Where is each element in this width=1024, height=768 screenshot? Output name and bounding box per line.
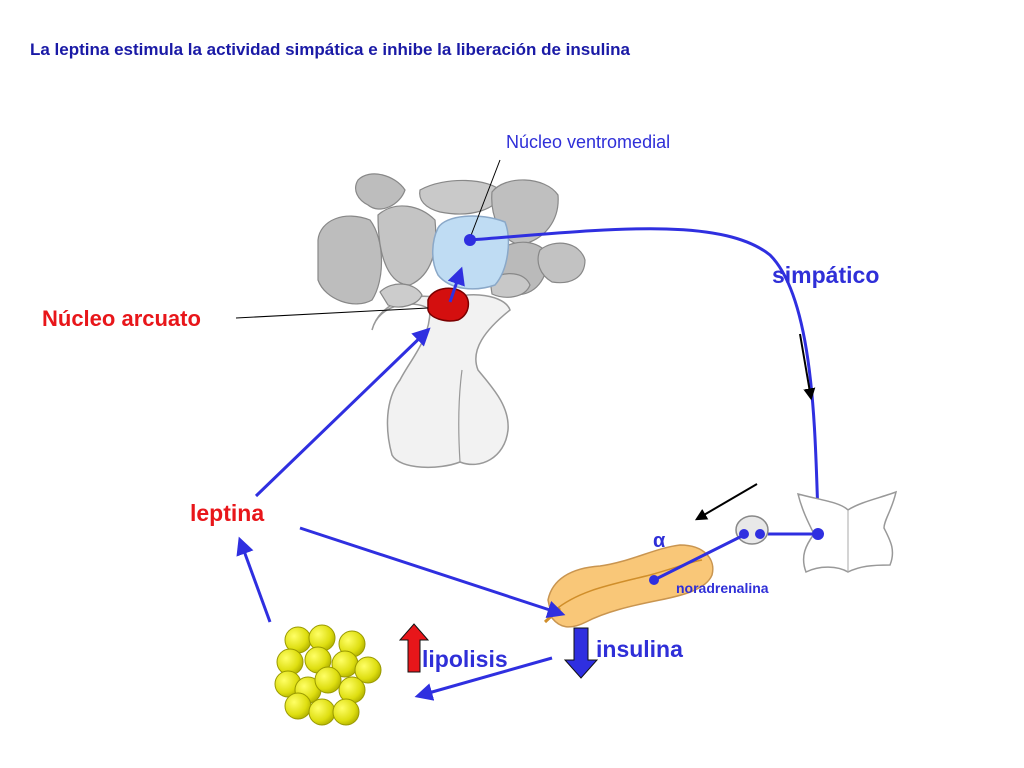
insulin-label: insulina (596, 636, 683, 662)
arcuate-nucleus-label: Núcleo arcuato (42, 306, 201, 331)
hypothalamus (317, 173, 586, 469)
ventromedial-nucleus-label: Núcleo ventromedial (506, 132, 671, 152)
pituitary-stalk (371, 294, 511, 469)
adipose-tissue-cluster (274, 624, 382, 726)
alpha-receptor-label: α (653, 530, 666, 552)
leptin-label: leptina (190, 500, 265, 526)
insulin-decrease-arrow-icon (563, 627, 599, 679)
diagram-title: La leptina estimula la actividad simpáti… (30, 40, 630, 59)
pancreas-synapse-dot (649, 575, 659, 585)
lipolysis-increase-arrow-icon (398, 623, 430, 673)
ventromedial-nucleus (432, 215, 510, 290)
leptin-to-arcuate-arrow (254, 327, 431, 498)
ventromedial-pointer-line (469, 159, 501, 239)
descending-indicator-arrow (799, 333, 816, 401)
insulin-to-lipolysis-arrow (414, 656, 553, 701)
sympathetic-label: simpático (772, 262, 880, 288)
adipose-to-leptin-arrow (236, 536, 272, 623)
noradrenaline-label: noradrenalina (676, 580, 769, 596)
sympathetic-pathway-arrow (469, 227, 827, 519)
efferent-indicator-arrow (694, 483, 758, 521)
pancreas (547, 544, 714, 628)
arcuate-to-vmh-arrow (447, 266, 465, 303)
postganglionic-fiber (653, 532, 747, 582)
lipolysis-label: lipolisis (422, 646, 508, 672)
sympathetic-ganglion (735, 515, 769, 545)
arcuate-pointer-line (235, 307, 429, 319)
leptin-to-pancreas-arrow (299, 526, 566, 619)
arcuate-nucleus (427, 287, 470, 322)
spinal-cord-section (796, 490, 898, 574)
